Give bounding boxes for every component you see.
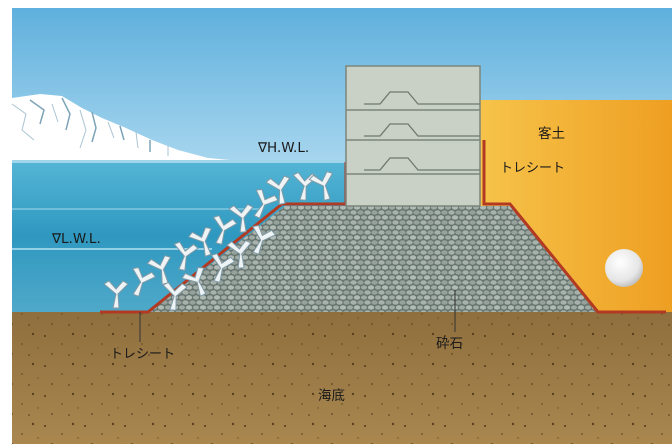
tetrapod-block	[132, 266, 157, 297]
tetrapod-block	[253, 188, 279, 219]
crushed-stone-label: 砕石	[436, 336, 463, 352]
armor-blocks	[103, 171, 334, 311]
buoy-sphere	[605, 249, 643, 287]
tetrapod-block	[187, 226, 212, 257]
water-line-bands	[12, 160, 348, 250]
snowy-mountain	[11, 94, 230, 160]
tetrapod-block	[252, 224, 277, 255]
leader-lines	[139, 290, 456, 342]
tetrapod-block	[265, 175, 291, 205]
tetrapod-block	[173, 241, 199, 271]
tetrapod-block	[103, 280, 129, 309]
tetrapod-block	[212, 215, 238, 245]
sheet-label-right: トレシート	[500, 161, 565, 176]
tetrapod-block	[228, 203, 254, 233]
caisson-block	[345, 65, 481, 207]
sheet-label-left: トレシート	[110, 347, 175, 362]
backfill-label: 客土	[538, 125, 565, 142]
tetrapod-block	[162, 281, 188, 311]
seabed-speckles	[12, 312, 672, 444]
hwl-label: ∇H.W.L.	[257, 140, 309, 156]
tetrapod-block	[308, 171, 334, 202]
tetrapod-block	[181, 266, 207, 297]
tetrapod-block	[210, 253, 236, 283]
tetrapod-block	[226, 239, 252, 269]
lwl-label: ∇L.W.L.	[51, 231, 101, 247]
seabed-label: 海底	[318, 388, 345, 404]
